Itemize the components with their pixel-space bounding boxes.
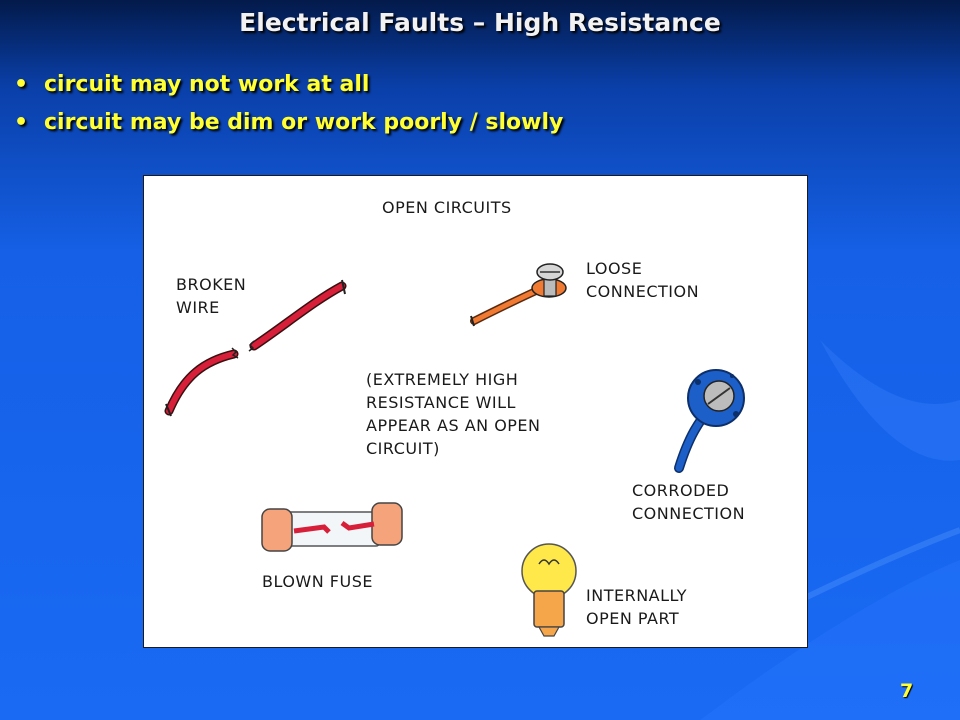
- internally-open-part-label: INTERNALLY OPEN PART: [586, 586, 688, 628]
- bullet-text: circuit may not work at all: [44, 72, 370, 97]
- open-circuits-figure: OPEN CIRCUITS BROKEN WIRE LOOSE CONNECTI…: [143, 175, 808, 648]
- corroded-connection-illustration: [674, 369, 745, 473]
- loose-connection-illustration: [470, 263, 567, 327]
- loose-connection-label: LOOSE CONNECTION: [586, 259, 700, 301]
- blown-fuse-illustration: [261, 502, 403, 552]
- figure-illustration: [164, 263, 745, 637]
- high-resistance-note: (EXTREMELY HIGH RESISTANCE WILL APPEAR A…: [366, 370, 541, 458]
- bullet-list: • circuit may not work at all • circuit ma…: [14, 70, 563, 146]
- figure-heading: OPEN CIRCUITS: [382, 198, 512, 217]
- bullet-text: circuit may be dim or work poorly / slow…: [44, 110, 564, 135]
- bullet-item: • circuit may be dim or work poorly / slo…: [14, 108, 563, 146]
- bullet-dot: •: [14, 110, 29, 135]
- light-bulb-illustration: [521, 543, 577, 637]
- page-number: 7: [900, 680, 914, 702]
- blown-fuse-label: BLOWN FUSE: [262, 572, 373, 591]
- bullet-item: • circuit may not work at all: [14, 70, 563, 108]
- bullet-dot: •: [14, 72, 29, 97]
- slide-title: Electrical Faults – High Resistance: [239, 8, 721, 37]
- broken-wire-illustration: [164, 279, 347, 417]
- corroded-connection-label: CORRODED CONNECTION: [632, 481, 746, 523]
- broken-wire-label: BROKEN WIRE: [176, 275, 247, 317]
